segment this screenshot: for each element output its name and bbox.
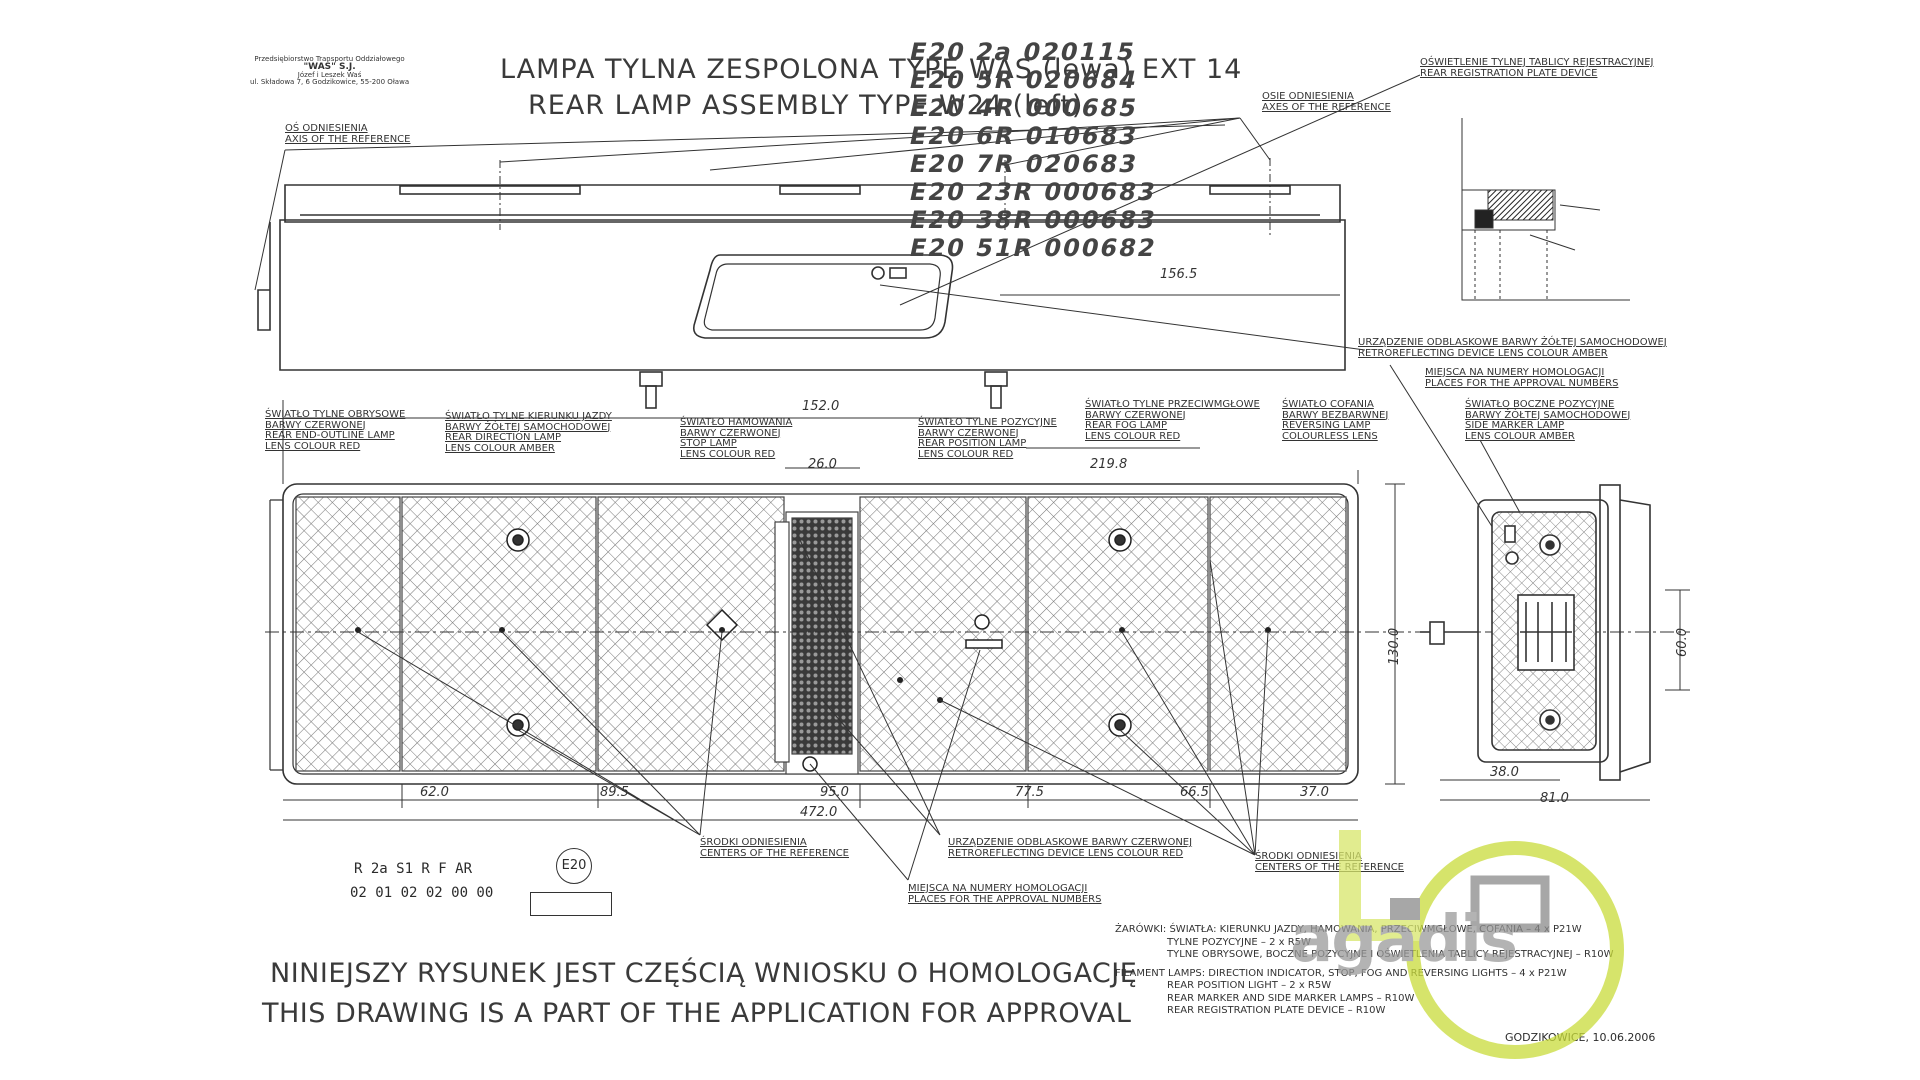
- dimension-label: 66.5: [1180, 785, 1209, 800]
- dimension-label: 38.0: [1490, 765, 1519, 780]
- approval-number: E20 4R 000685: [907, 94, 1141, 122]
- approval-number: E20 6R 010683: [907, 122, 1141, 150]
- title-polish: LAMPA TYLNA ZESPOLONA TYPE WAS (lewa) EX…: [500, 54, 1243, 85]
- maker-line: "WAŚ" S.J.: [303, 62, 356, 72]
- dimension-label: 95.0: [820, 785, 849, 800]
- maker-line: ul. Składowa 7, 6 Godzikowice, 55-200 Oł…: [250, 78, 410, 86]
- dimension-label: 81.0: [1540, 791, 1569, 806]
- label-axes-reference: OSIE ODNIESIENIA AXES OF THE REFERENCE: [1262, 91, 1391, 113]
- footer-polish: NINIEJSZY RYSUNEK JEST CZĘŚCIĄ WNIOSKU O…: [270, 958, 1138, 989]
- approval-number: E20 51R 000682: [907, 234, 1160, 262]
- label-retro-red: URZĄDZENIE ODBLASKOWE BARWY CZERWONEJ RE…: [948, 837, 1193, 859]
- label-reversing: ŚWIATŁO COFANIA BARWY BEZBARWNEJ REVERSI…: [1282, 399, 1389, 442]
- label-approval-places-bottom: MIEJSCA NA NUMERY HOMOLOGACJI PLACES FOR…: [908, 883, 1102, 905]
- dimension-label: 37.0: [1300, 785, 1329, 800]
- footer-english: THIS DRAWING IS A PART OF THE APPLICATIO…: [262, 998, 1132, 1029]
- approval-number: E20 5R 020684: [907, 66, 1141, 94]
- title-english: REAR LAMP ASSEMBLY TYPE W24 (left): [528, 90, 1084, 121]
- dimension-label: 60.0: [1674, 628, 1690, 657]
- label-retro-amber: URZĄDZENIE ODBLASKOWE BARWY ŻÓŁTEJ SAMOC…: [1358, 337, 1667, 359]
- dimension-label: 156.5: [1160, 267, 1198, 282]
- approval-number: E20 23R 000683: [907, 178, 1160, 206]
- watermark-logo: agadis: [1270, 810, 1650, 1070]
- maker-line: Józef i Leszek Waś: [297, 71, 362, 79]
- dimension-label: 62.0: [420, 785, 449, 800]
- label-plate-device: OŚWIETLENIE TYLNEJ TABLICY REJESTRACYJNE…: [1420, 57, 1654, 79]
- e-mark-circle: E20: [556, 848, 592, 884]
- marking-codes: R 2a S1 R F AR: [354, 861, 473, 877]
- approval-number: E20 7R 020683: [907, 150, 1141, 178]
- label-fog: ŚWIATŁO TYLNE PRZECIWMGŁOWE BARWY CZERWO…: [1085, 399, 1260, 442]
- tractor-gear-icon: [1339, 830, 1624, 1059]
- watermark-text: agadis: [1290, 903, 1518, 977]
- label-axis-reference: OŚ ODNIESIENIA AXIS OF THE REFERENCE: [285, 123, 411, 145]
- dimension-label: 152.0: [802, 399, 840, 414]
- place-date: GODZIKOWICE, 10.06.2006: [1505, 1031, 1656, 1044]
- approval-stamp-box: [530, 892, 612, 916]
- marking-codes-values: 02 01 02 02 00 00: [350, 885, 494, 901]
- label-centers-left: ŚRODKI ODNIESIENIA CENTERS OF THE REFERE…: [700, 837, 849, 859]
- label-stop: ŚWIATŁO HAMOWANIA BARWY CZERWONEJ STOP L…: [680, 417, 793, 460]
- dimension-label: 472.0: [800, 805, 838, 820]
- dimension-label: 130.0: [1387, 627, 1403, 666]
- dimension-label: 219.8: [1090, 457, 1128, 472]
- label-direction: ŚWIATŁO TYLNE KIERUNKU JAZDY BARWY ŻÓŁTE…: [445, 411, 612, 454]
- dimension-label: 26.0: [808, 457, 837, 472]
- dimension-label: 77.5: [1015, 785, 1044, 800]
- dimension-label: 89.5: [600, 785, 629, 800]
- maker-line: Przedsiębiorstwo Transportu Oddziałowego: [254, 55, 405, 63]
- approval-number: E20 38R 000683: [907, 206, 1160, 234]
- label-approval-places-top: MIEJSCA NA NUMERY HOMOLOGACJI PLACES FOR…: [1425, 367, 1619, 389]
- label-centers-right: ŚRODKI ODNIESIENIA CENTERS OF THE REFERE…: [1255, 851, 1404, 873]
- maker-block: Przedsiębiorstwo Transportu Oddziałowego…: [250, 56, 409, 86]
- label-side-marker: ŚWIATŁO BOCZNE POZYCYJNE BARWY ŻÓŁTEJ SA…: [1465, 399, 1631, 442]
- approval-number: E20 2a 020115: [907, 38, 1139, 66]
- label-end-outline: ŚWIATŁO TYLNE OBRYSOWE BARWY CZERWONEJ R…: [265, 409, 406, 452]
- label-position: ŚWIATŁO TYLNE POZYCYJNE BARWY CZERWONEJ …: [918, 417, 1057, 460]
